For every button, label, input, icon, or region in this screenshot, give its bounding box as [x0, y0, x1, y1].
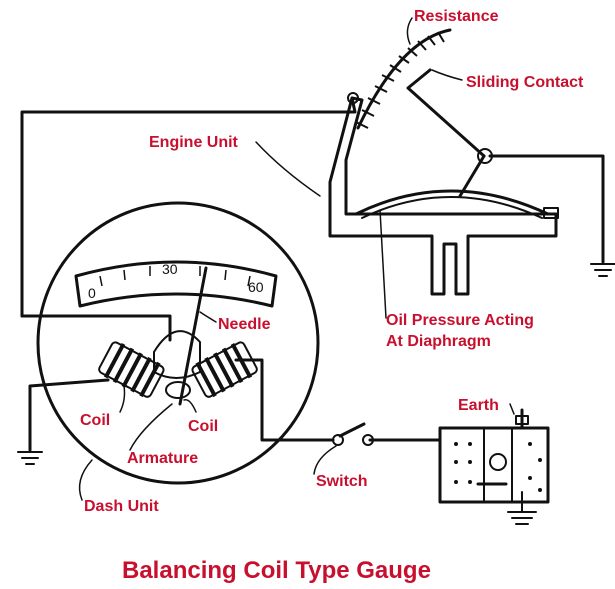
label-engine-unit: Engine Unit — [149, 134, 239, 151]
dash-unit-case — [36, 201, 320, 485]
label-oil-pressure-line2: At Diaphragm — [386, 333, 491, 350]
labels: Resistance Sliding Contact Engine Unit N… — [80, 8, 584, 584]
top-wire — [20, 96, 357, 318]
scale-mark-60: 60 — [248, 279, 264, 295]
label-switch: Switch — [316, 473, 368, 490]
dash-unit — [36, 201, 320, 485]
coil-left-winding — [98, 341, 165, 398]
leader-lines — [78, 17, 515, 501]
armature-hub — [153, 330, 201, 379]
terminal-engine — [347, 92, 359, 104]
label-resistance: Resistance — [414, 8, 499, 25]
dash-feed-wire — [20, 314, 172, 342]
leader-switch — [313, 445, 337, 475]
diagram-title: Balancing Coil Type Gauge — [122, 557, 431, 584]
sliding-contact-arm — [406, 68, 486, 158]
leader-armature — [129, 403, 173, 451]
housing-clamp — [543, 207, 559, 219]
switch-blade — [338, 422, 366, 438]
label-coil-right: Coil — [188, 418, 218, 435]
battery-case — [438, 426, 550, 504]
engine-unit — [328, 28, 559, 296]
switch — [332, 422, 374, 446]
leader-sliding-contact — [431, 69, 463, 81]
leader-coil-right — [183, 399, 197, 413]
label-armature: Armature — [127, 450, 198, 467]
leader-resistance — [406, 17, 413, 45]
battery-terminal — [489, 453, 507, 471]
scale-mark-30: 30 — [162, 261, 178, 277]
resistance-hatching — [355, 31, 445, 129]
pivot — [477, 148, 493, 164]
label-earth: Earth — [458, 397, 499, 414]
scale-dial — [74, 260, 278, 308]
wiring — [20, 96, 605, 452]
diaphragm — [354, 189, 550, 216]
label-coil-left: Coil — [80, 412, 110, 429]
armature — [165, 381, 191, 399]
label-sliding-contact: Sliding Contact — [466, 74, 584, 91]
scale-ticks — [99, 266, 251, 287]
scale-mark-0: 0 — [88, 285, 96, 301]
label-oil-pressure-line1: Oil Pressure Acting — [386, 312, 534, 329]
earth-symbol-battery — [507, 491, 537, 525]
coil-right-winding — [191, 341, 258, 398]
label-needle: Needle — [218, 316, 271, 333]
leader-oil-pressure — [379, 209, 387, 319]
diaphragm-link — [458, 154, 486, 198]
engine-unit-housing — [328, 96, 558, 296]
leader-needle — [199, 311, 217, 323]
coil-to-switch-wire — [234, 358, 335, 442]
leader-coil-left — [119, 385, 126, 413]
leader-engine-unit — [255, 141, 321, 197]
coil-to-earth-wire — [28, 378, 110, 452]
earth-symbol-left — [17, 451, 43, 465]
label-dash-unit: Dash Unit — [84, 498, 159, 515]
leader-earth — [509, 403, 515, 415]
right-earth-wire — [488, 154, 605, 264]
leader-dash-unit — [78, 459, 93, 501]
earth-symbol-right — [590, 263, 615, 277]
battery — [438, 408, 550, 504]
diaphragm-inner — [361, 196, 543, 219]
